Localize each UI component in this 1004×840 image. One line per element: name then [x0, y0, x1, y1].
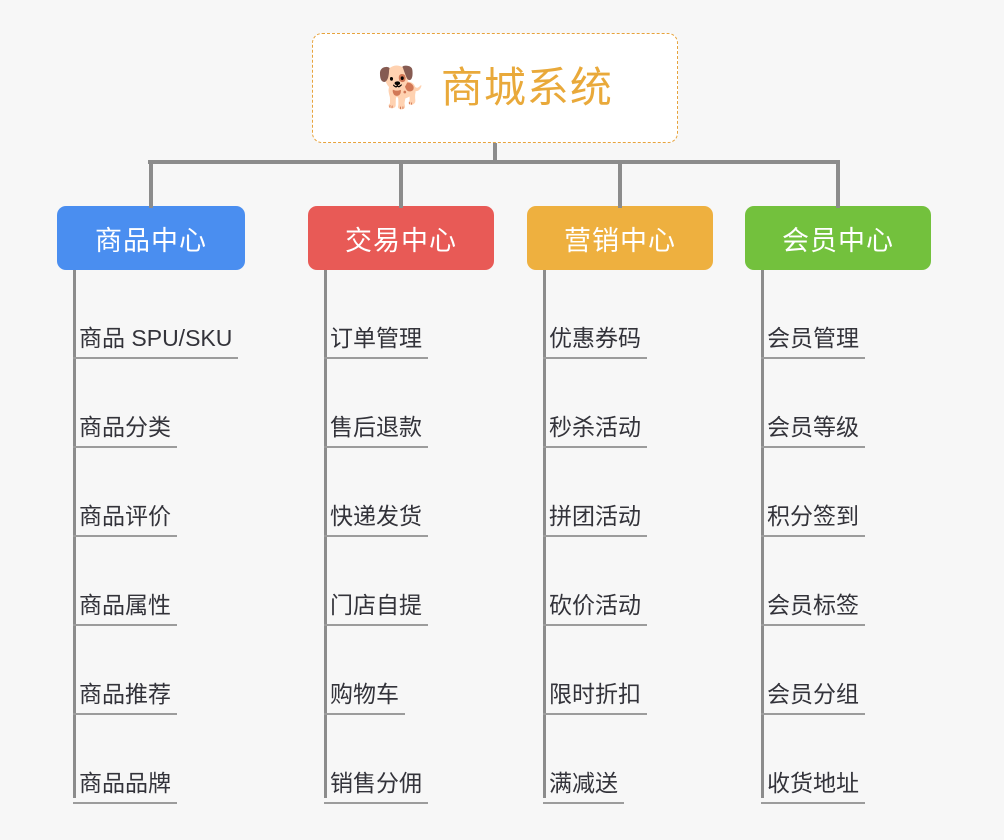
leaf-label: 会员分组: [761, 681, 865, 715]
list-item[interactable]: 商品 SPU/SKU: [73, 270, 239, 359]
leaf-label: 积分签到: [761, 503, 865, 537]
list-item[interactable]: 积分签到: [761, 448, 865, 537]
leaf-label: 商品 SPU/SKU: [73, 325, 239, 359]
list-item[interactable]: 会员分组: [761, 626, 865, 715]
connector-drop-trade-center: [399, 160, 403, 208]
list-item[interactable]: 砍价活动: [543, 537, 647, 626]
connector-drop-member-center: [836, 160, 840, 208]
leaf-label: 商品分类: [73, 414, 177, 448]
leaf-label: 售后退款: [324, 414, 428, 448]
list-item[interactable]: 优惠券码: [543, 270, 647, 359]
leaf-label: 商品品牌: [73, 770, 177, 804]
leaf-label: 优惠券码: [543, 325, 647, 359]
branch-header-trade-center[interactable]: 交易中心: [308, 206, 494, 270]
leaf-list-member-center: 会员管理会员等级积分签到会员标签会员分组收货地址: [761, 270, 865, 804]
leaf-label: 订单管理: [324, 325, 428, 359]
leaf-list-marketing-center: 优惠券码秒杀活动拼团活动砍价活动限时折扣满减送: [543, 270, 647, 804]
branch-header-member-center[interactable]: 会员中心: [745, 206, 931, 270]
leaf-label: 会员等级: [761, 414, 865, 448]
branch-spine-trade-center: [324, 270, 327, 798]
list-item[interactable]: 拼团活动: [543, 448, 647, 537]
list-item[interactable]: 销售分佣: [324, 715, 428, 804]
leaf-label: 收货地址: [761, 770, 865, 804]
list-item[interactable]: 商品评价: [73, 448, 238, 537]
leaf-label: 会员标签: [761, 592, 865, 626]
leaf-label: 购物车: [324, 681, 405, 715]
leaf-label: 限时折扣: [543, 681, 647, 715]
list-item[interactable]: 购物车: [324, 626, 428, 715]
connector-drop-marketing-center: [618, 160, 622, 208]
list-item[interactable]: 门店自提: [324, 537, 428, 626]
leaf-label: 商品推荐: [73, 681, 177, 715]
list-item[interactable]: 会员标签: [761, 537, 865, 626]
list-item[interactable]: 秒杀活动: [543, 359, 647, 448]
root-node-mall-system[interactable]: 🐕 商城系统: [312, 33, 678, 143]
leaf-label: 商品属性: [73, 592, 177, 626]
leaf-list-product-center: 商品 SPU/SKU 商品分类商品评价商品属性商品推荐商品品牌: [73, 270, 239, 804]
connector-drop-product-center: [149, 160, 153, 208]
leaf-label: 拼团活动: [543, 503, 647, 537]
leaf-label: 销售分佣: [324, 770, 428, 804]
list-item[interactable]: 售后退款: [324, 359, 428, 448]
root-node-title: 商城系统: [440, 64, 613, 111]
list-item[interactable]: 快递发货: [324, 448, 428, 537]
leaf-label: 满减送: [543, 770, 624, 804]
leaf-label: 门店自提: [324, 592, 428, 626]
list-item[interactable]: 商品分类: [73, 359, 238, 448]
shiba-dog-face-icon: 🐕: [377, 66, 427, 110]
list-item[interactable]: 会员管理: [761, 270, 865, 359]
list-item[interactable]: 商品推荐: [73, 626, 238, 715]
branch-header-product-center[interactable]: 商品中心: [57, 206, 245, 270]
list-item[interactable]: 订单管理: [324, 270, 428, 359]
list-item[interactable]: 收货地址: [761, 715, 865, 804]
list-item[interactable]: 商品属性: [73, 537, 238, 626]
list-item[interactable]: 商品品牌: [73, 715, 238, 804]
connector-horizontal-bus: [148, 160, 840, 164]
leaf-list-trade-center: 订单管理售后退款快递发货门店自提购物车销售分佣: [324, 270, 428, 804]
connector-root-stem: [493, 143, 497, 163]
branch-spine-member-center: [761, 270, 764, 798]
leaf-label: 会员管理: [761, 325, 865, 359]
leaf-label: 快递发货: [324, 503, 428, 537]
list-item[interactable]: 满减送: [543, 715, 647, 804]
branch-header-marketing-center[interactable]: 营销中心: [527, 206, 713, 270]
list-item[interactable]: 会员等级: [761, 359, 865, 448]
list-item[interactable]: 限时折扣: [543, 626, 647, 715]
branch-spine-marketing-center: [543, 270, 546, 798]
leaf-label: 砍价活动: [543, 592, 647, 626]
branch-spine-product-center: [73, 270, 76, 798]
leaf-label: 商品评价: [73, 503, 177, 537]
leaf-label: 秒杀活动: [543, 414, 647, 448]
